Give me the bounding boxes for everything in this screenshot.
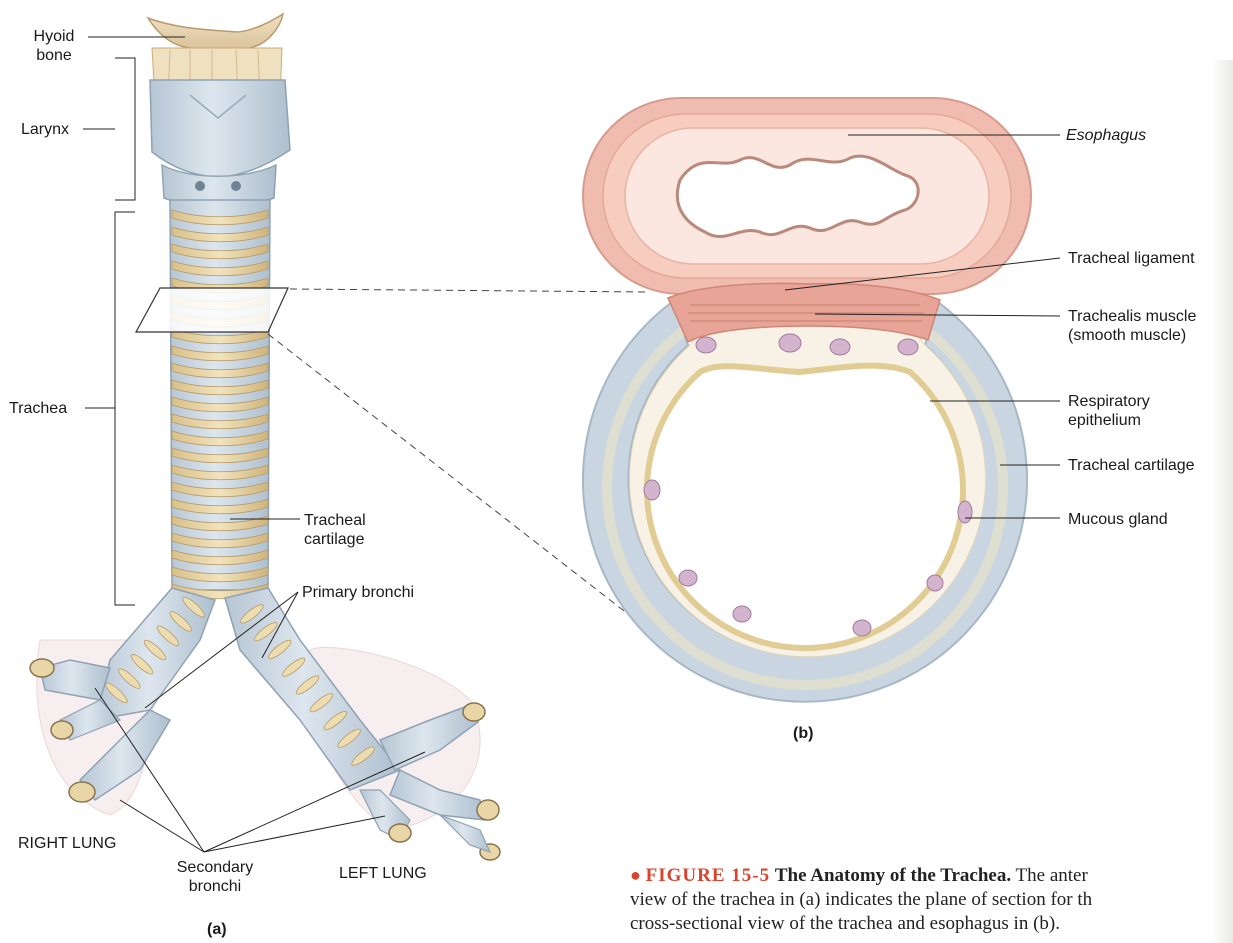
caption-title: The Anatomy of the Trachea.: [775, 865, 1011, 886]
caption-bullet-icon: ●: [630, 865, 641, 885]
label-esophagus: Esophagus: [1066, 126, 1146, 145]
respiratory-epithelium: [647, 366, 963, 648]
caption-line-1-rest: The anter: [1016, 865, 1088, 886]
plane-of-section: [136, 288, 288, 332]
caption-line-3: cross-sectional view of the trachea and …: [630, 912, 1233, 936]
label-tracheal-cartilage-a: Tracheal cartilage: [304, 511, 366, 549]
panel-b-illustration: [583, 98, 1060, 702]
label-trachea: Trachea: [9, 399, 67, 418]
caption-line-2: view of the trachea in (a) indicates the…: [630, 888, 1233, 912]
panel-a-illustration: [30, 14, 655, 860]
panel-b-letter: (b): [793, 724, 813, 743]
tracheal-cartilage-rings: [172, 210, 268, 599]
label-right-lung: RIGHT LUNG: [18, 834, 116, 853]
label-tracheal-ligament: Tracheal ligament: [1068, 249, 1195, 268]
label-mucous-gland: Mucous gland: [1068, 510, 1168, 529]
label-hyoid-bone: Hyoid bone: [22, 27, 86, 65]
panel-a-letter: (a): [207, 920, 227, 939]
label-hyoid-bone-line: Hyoid bone: [22, 27, 86, 65]
label-tracheal-cartilage-b: Tracheal cartilage: [1068, 456, 1195, 475]
hyoid-bone: [148, 14, 283, 50]
thyroid-cartilage: [150, 80, 290, 178]
label-respiratory-epithelium: Respiratory epithelium: [1068, 392, 1150, 430]
figure-caption: ● FIGURE 15-5 The Anatomy of the Trachea…: [630, 863, 1233, 936]
label-trachealis-muscle: Trachealis muscle (smooth muscle): [1068, 307, 1196, 345]
label-left-lung: LEFT LUNG: [339, 864, 427, 883]
page-edge-shadow: [1211, 60, 1233, 943]
label-primary-bronchi: Primary bronchi: [302, 583, 414, 602]
label-larynx: Larynx: [21, 120, 69, 139]
caption-figure-number: FIGURE 15-5: [646, 865, 770, 886]
label-secondary-bronchi: Secondary bronchi: [165, 858, 265, 896]
caption-line-1: ● FIGURE 15-5 The Anatomy of the Trachea…: [630, 863, 1233, 888]
